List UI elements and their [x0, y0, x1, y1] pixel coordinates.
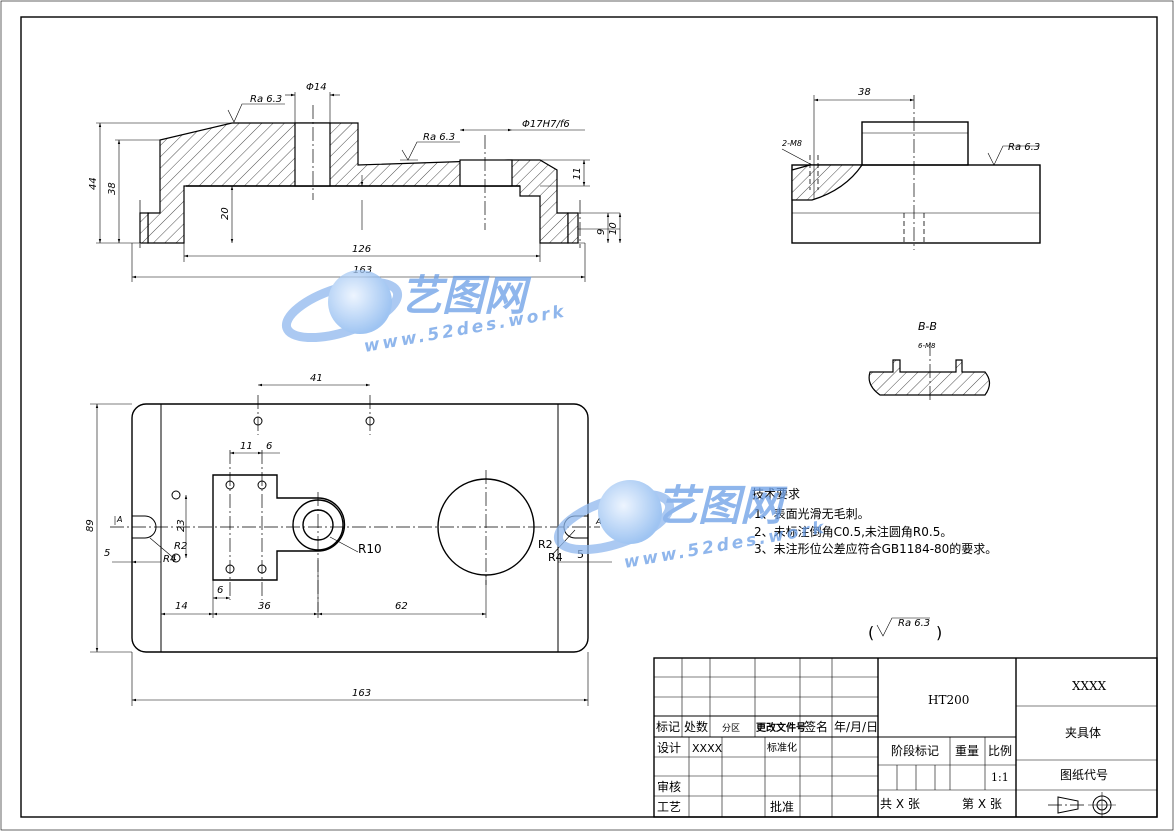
dim-r2-left: R2 [174, 541, 187, 552]
tb-designer: XXXX [692, 742, 723, 755]
dim-w11: 11 [240, 441, 253, 452]
plan-view: 41 11 6 23 R2 R4 R10 89 5 A 14 36 [85, 373, 612, 706]
tech-item-3: 3、未注形位公差应符合GB1184-80的要求。 [754, 541, 997, 556]
tb-standardize: 标准化 [767, 741, 797, 754]
title-block: 标记 处数 分区 更改文件号 签名 年/月/日 设计 XXXX 标准化 审核 工… [653, 657, 1158, 818]
dim-h44: 44 [88, 177, 99, 190]
general-roughness: ( Ra 6.3 ) [868, 617, 942, 642]
watermark-left: 艺图网 www.52des.work [281, 270, 568, 357]
ra-mid-label: Ra 6.3 [423, 132, 455, 143]
dim-h11: 11 [572, 167, 583, 180]
watermark-brand-left: 艺图网 [400, 271, 532, 320]
dim-w126: 126 [352, 244, 371, 255]
dim-d14: Φ14 [306, 82, 327, 93]
ra-side-label: Ra 6.3 [1008, 142, 1040, 153]
tb-review: 审核 [657, 779, 681, 794]
dim-r2-right: R2 [538, 538, 553, 551]
dim-h89: 89 [85, 519, 96, 532]
general-ra-label: Ra 6.3 [898, 618, 930, 629]
dim-w5-left: 5 [104, 548, 110, 559]
dim-r4-left: R4 [163, 554, 176, 565]
tech-title: 技术要求 [752, 487, 800, 501]
dim-w163-bottom: 163 [352, 688, 371, 699]
tb-signature: 签名 [804, 719, 828, 734]
tb-weight-label: 重量 [955, 744, 979, 758]
tb-total-sheets: 共 X 张 [880, 797, 920, 811]
dim-r4-right: R4 [548, 551, 563, 564]
dim-side-thread: 2-M8 [782, 139, 802, 148]
inner-frame [20, 16, 1158, 818]
side-view: 38 2-M8 Ra 6.3 [781, 87, 1041, 250]
tb-sheet-no: 第 X 张 [962, 797, 1002, 811]
projection-symbol-icon [1048, 792, 1116, 818]
dim-h20: 20 [220, 207, 231, 220]
dim-w62: 62 [395, 601, 408, 612]
tb-scale-label: 比例 [988, 744, 1012, 758]
tb-zone: 分区 [722, 723, 740, 734]
tech-requirements: 技术要求 1、表面光滑无毛刺。 2、未标注倒角C0.5,未注圆角R0.5。 3、… [752, 487, 997, 556]
tech-item-1: 1、表面光滑无毛刺。 [754, 507, 870, 521]
top-section-view: Φ14 Ra 6.3 Ra 6.3 Φ17H7/f6 44 38 20 11 9… [88, 82, 622, 282]
arrow-a-left: A [116, 515, 122, 524]
tb-drawing-no-label: 图纸代号 [1060, 768, 1108, 782]
tb-count: 处数 [684, 719, 708, 734]
tb-change-doc: 更改文件号 [756, 721, 806, 734]
dim-w5-right: 5 [577, 548, 584, 561]
dim-h10: 10 [608, 222, 619, 235]
svg-text:): ) [936, 623, 942, 642]
dim-h9: 9 [596, 229, 607, 235]
tb-approve: 批准 [770, 799, 794, 814]
tb-material: HT200 [928, 693, 969, 707]
tb-mark: 标记 [656, 720, 680, 734]
tech-item-2: 2、未标注倒角C0.5,未注圆角R0.5。 [754, 524, 952, 539]
dim-w6-bottom: 6 [217, 585, 223, 596]
dim-w6-top: 6 [266, 441, 272, 452]
dim-fit: Φ17H7/f6 [522, 119, 570, 130]
dim-side-w38: 38 [858, 87, 871, 98]
dim-w14: 14 [175, 601, 188, 612]
section-bb: B-B 6-M8 [868, 320, 991, 400]
watermark-brand-right: 艺图网 [656, 481, 788, 530]
svg-text:(: ( [868, 623, 874, 642]
ra-left-label: Ra 6.3 [250, 94, 282, 105]
section-bb-thread: 6-M8 [918, 342, 936, 350]
arrow-a-right: A [595, 517, 601, 526]
tb-scale-value: 1:1 [991, 771, 1009, 784]
tb-process: 工艺 [657, 800, 681, 814]
dim-w36: 36 [258, 601, 271, 612]
dim-h38: 38 [107, 182, 118, 195]
section-bb-title: B-B [918, 320, 937, 333]
dim-w41: 41 [310, 373, 323, 384]
tb-company: XXXX [1072, 679, 1107, 693]
dim-r10: R10 [358, 542, 382, 556]
tb-stage-label: 阶段标记 [891, 743, 939, 758]
dim-h23: 23 [176, 519, 187, 532]
tb-design-label: 设计 [657, 741, 681, 755]
tb-date: 年/月/日 [834, 720, 878, 734]
tb-part-name: 夹具体 [1065, 726, 1101, 740]
